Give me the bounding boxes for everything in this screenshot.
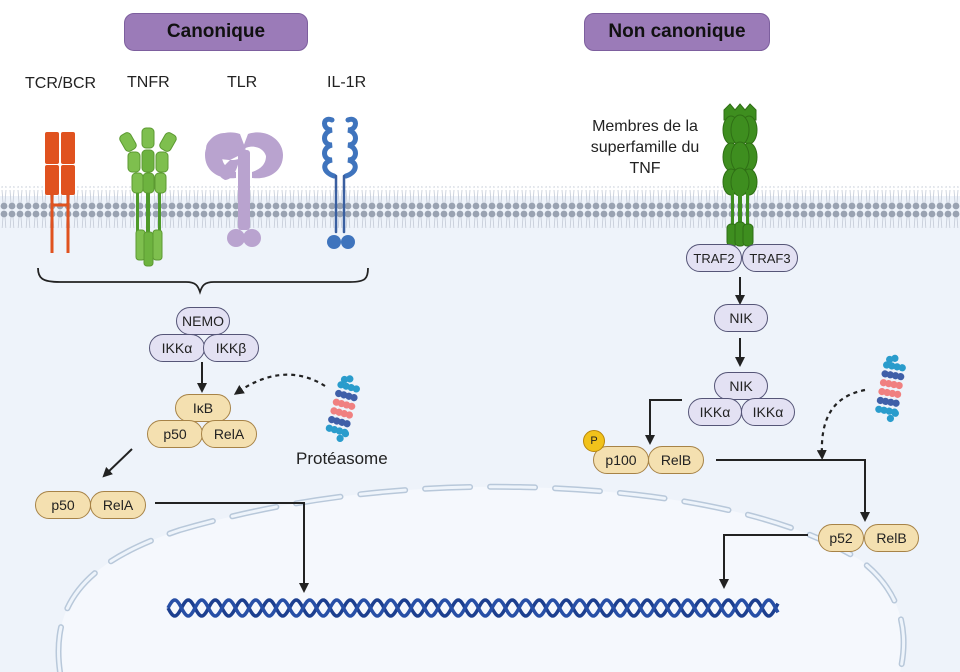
tnf-superfamily-line-3: TNF bbox=[629, 160, 661, 177]
p100-protein: p100 bbox=[593, 446, 649, 474]
tlr-receptor bbox=[205, 132, 283, 247]
proteasome-subunit bbox=[891, 354, 899, 362]
relb-nuclear-protein: RelB bbox=[864, 524, 919, 552]
traf3-protein: TRAF3 bbox=[742, 244, 798, 272]
il1r-label: IL-1R bbox=[327, 74, 367, 91]
tnf-superfamily-receptor bbox=[722, 103, 758, 247]
arrow-release-p50-rela bbox=[102, 448, 133, 478]
proteasome-ring-2 bbox=[895, 381, 903, 390]
nemo-protein: NEMO bbox=[176, 307, 230, 335]
proteasome-canonical bbox=[325, 375, 360, 443]
nik-complex-protein: NIK bbox=[714, 372, 768, 400]
proteasome-subunit bbox=[336, 434, 344, 443]
p50-free-protein: p50 bbox=[35, 491, 91, 519]
tnf-superfamily-label: Membres de la superfamille du TNF bbox=[570, 116, 720, 179]
ikk-alpha-1-protein: IKKα bbox=[688, 398, 742, 426]
proteasome-subunit bbox=[891, 409, 899, 417]
noncanonical-pathway-header: Non canonique bbox=[584, 13, 770, 51]
proteasome-cap-top bbox=[352, 385, 360, 393]
proteasome-ring-3 bbox=[894, 390, 902, 398]
ikk-alpha-2-protein: IKKα bbox=[741, 398, 795, 426]
receptor-bracket bbox=[37, 267, 369, 295]
proteasome-cap-top bbox=[898, 364, 906, 372]
phosphate-badge: P bbox=[583, 430, 605, 452]
nik-protein: NIK bbox=[714, 304, 768, 332]
proteasome-noncanonical bbox=[875, 354, 906, 423]
tcr-bcr-receptor bbox=[45, 132, 75, 253]
traf2-protein: TRAF2 bbox=[686, 244, 742, 272]
ikb-protein: IκB bbox=[175, 394, 231, 422]
p52-protein: p52 bbox=[818, 524, 864, 552]
tcr-bcr-label: TCR/BCR bbox=[25, 75, 97, 92]
proteasome-ring-2 bbox=[348, 402, 356, 410]
nucleus bbox=[55, 483, 907, 672]
arrow-proteasome-to-ikb bbox=[233, 373, 326, 395]
rela-free-protein: RelA bbox=[90, 491, 146, 519]
proteasome-ring-4 bbox=[892, 399, 900, 407]
arrow-to-nucleus-canonical bbox=[155, 502, 309, 593]
tnf-superfamily-line-1: Membres de la bbox=[592, 118, 698, 135]
nucleus-envelope bbox=[58, 486, 904, 672]
dna-strand-2 bbox=[166, 598, 780, 618]
proteasome-subunit bbox=[346, 375, 354, 383]
proteasome-ring-4 bbox=[343, 420, 351, 428]
dna-helix bbox=[166, 598, 780, 618]
tnfr-receptor bbox=[119, 127, 177, 267]
tlr-label: TLR bbox=[227, 74, 258, 91]
relb-protein: RelB bbox=[648, 446, 704, 474]
p50-protein: p50 bbox=[147, 420, 203, 448]
arrow-proteasome-to-p100 bbox=[816, 388, 866, 460]
tnf-superfamily-line-2: superfamille du bbox=[590, 139, 700, 156]
proteasome-subunit bbox=[886, 414, 895, 423]
ikk-alpha-protein: IKKα bbox=[149, 334, 205, 362]
proteasome-subunit bbox=[341, 430, 350, 438]
arrow-to-nucleus-noncanonical bbox=[719, 534, 808, 589]
rela-protein: RelA bbox=[201, 420, 257, 448]
canonical-pathway-header: Canonique bbox=[124, 13, 308, 51]
proteasome-subunit bbox=[340, 375, 349, 384]
il1r-receptor bbox=[322, 116, 358, 249]
dna-strand-1 bbox=[166, 598, 780, 618]
arrow-complex-to-p100 bbox=[645, 399, 682, 445]
proteasome-label: Protéasome bbox=[296, 449, 388, 468]
proteasome-ring-1 bbox=[897, 373, 905, 381]
arrow-p100-to-p52 bbox=[716, 459, 870, 522]
proteasome-ring-1 bbox=[350, 394, 358, 402]
proteasome-ring-3 bbox=[345, 411, 353, 419]
ikk-beta-protein: IKKβ bbox=[203, 334, 259, 362]
tnfr-label: TNFR bbox=[127, 74, 170, 91]
